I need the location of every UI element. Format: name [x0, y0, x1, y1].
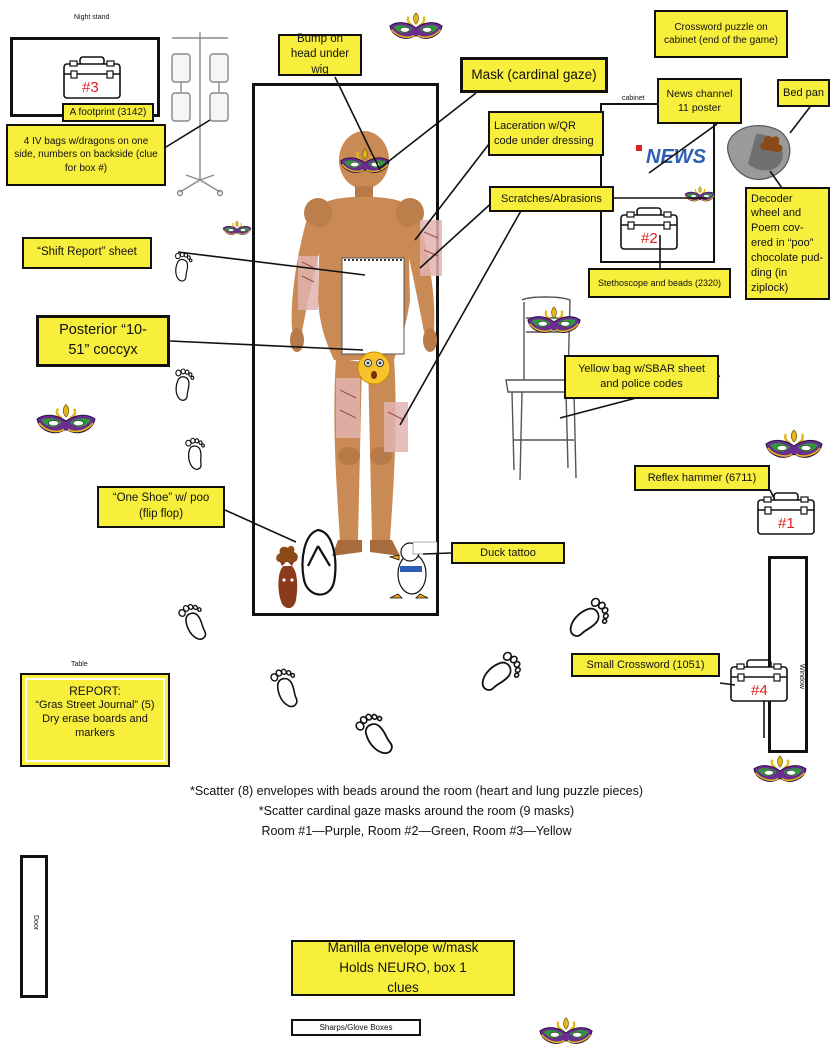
surprised-emoji-icon: [358, 352, 390, 384]
manilla-label: Manilla envelope w/mask Holds NEURO, box…: [291, 940, 515, 996]
posterior-label: Posterior “10-51” coccyx: [36, 315, 170, 367]
report-line-1: “Gras Street Journal” (5): [27, 698, 163, 712]
footprint-icon: [176, 369, 194, 400]
footprint-icon: [566, 596, 615, 645]
footprint-icon: [176, 252, 192, 281]
bed-pan-icon: [728, 126, 790, 180]
yellow-bag-label: Yellow bag w/SBAR sheet and police codes: [564, 355, 719, 399]
small-crossword-label: Small Crossword (1051): [571, 653, 720, 677]
news-logo-text: NEWS: [646, 146, 707, 168]
scratches-label: Scratches/Abrasions: [489, 186, 614, 212]
box-2-number: #2: [641, 230, 658, 247]
box-3-number: #3: [82, 79, 99, 96]
shift-report-sheet-icon: [342, 258, 404, 354]
footprint-icon: [185, 437, 208, 471]
mardi-gras-mask-icon: [766, 430, 822, 457]
poop-emoji-icon: [276, 546, 298, 562]
footprint-icon: [354, 708, 402, 758]
mardi-gras-mask-icon: [685, 187, 715, 202]
mask-label: Mask (cardinal gaze): [460, 57, 608, 93]
report-box: REPORT: “Gras Street Journal” (5) Dry er…: [20, 673, 170, 767]
mardi-gras-mask-icon: [754, 756, 806, 781]
report-line-2: Dry erase boards and markers: [27, 712, 163, 740]
shift-report-label: “Shift Report” sheet: [22, 237, 152, 269]
box-1-number: #1: [778, 515, 795, 532]
mardi-gras-mask-icon: [528, 307, 580, 332]
note-line-1: *Scatter (8) envelopes with beads around…: [0, 782, 833, 801]
footprint-label: A footprint (3142): [62, 103, 154, 122]
box-4-number: #4: [751, 682, 768, 699]
footprint-icon: [478, 650, 527, 699]
report-title: REPORT:: [27, 684, 163, 698]
mardi-gras-mask-icon: [37, 405, 95, 433]
bump-label: Bump on head under wig: [278, 34, 362, 76]
iv-pole-icon: [172, 32, 228, 196]
mardi-gras-mask-icon: [540, 1018, 592, 1043]
mardi-gras-mask-icon: [390, 13, 442, 38]
decoder-label: Decoder wheel and Poem cov-ered in “poo”…: [745, 187, 830, 300]
horse-icon: [278, 558, 297, 608]
flip-flop-icon: [303, 530, 336, 595]
bed-pan-label: Bed pan: [777, 79, 830, 107]
reflex-label: Reflex hammer (6711): [634, 465, 770, 491]
duck-label: Duck tattoo: [451, 542, 565, 564]
note-line-3: Room #1—Purple, Room #2—Green, Room #3—Y…: [0, 822, 833, 841]
stethoscope-label: Stethoscope and beads (2320): [588, 268, 731, 298]
footprint-icon: [269, 665, 306, 710]
one-shoe-label: “One Shoe” w/ poo (flip flop): [97, 486, 225, 528]
iv-bags-label: 4 IV bags w/dragons on one side, numbers…: [6, 124, 166, 186]
crossword-cabinet-label: Crossword puzzle on cabinet (end of the …: [654, 10, 788, 58]
news-label: News channel 11 poster: [657, 78, 742, 124]
mardi-gras-mask-icon: [223, 221, 251, 235]
footprint-icon: [177, 600, 214, 643]
news-logo-icon: [636, 145, 642, 151]
laceration-label: Laceration w/QR code under dressing: [488, 111, 604, 156]
note-line-2: *Scatter cardinal gaze masks around the …: [0, 802, 833, 821]
